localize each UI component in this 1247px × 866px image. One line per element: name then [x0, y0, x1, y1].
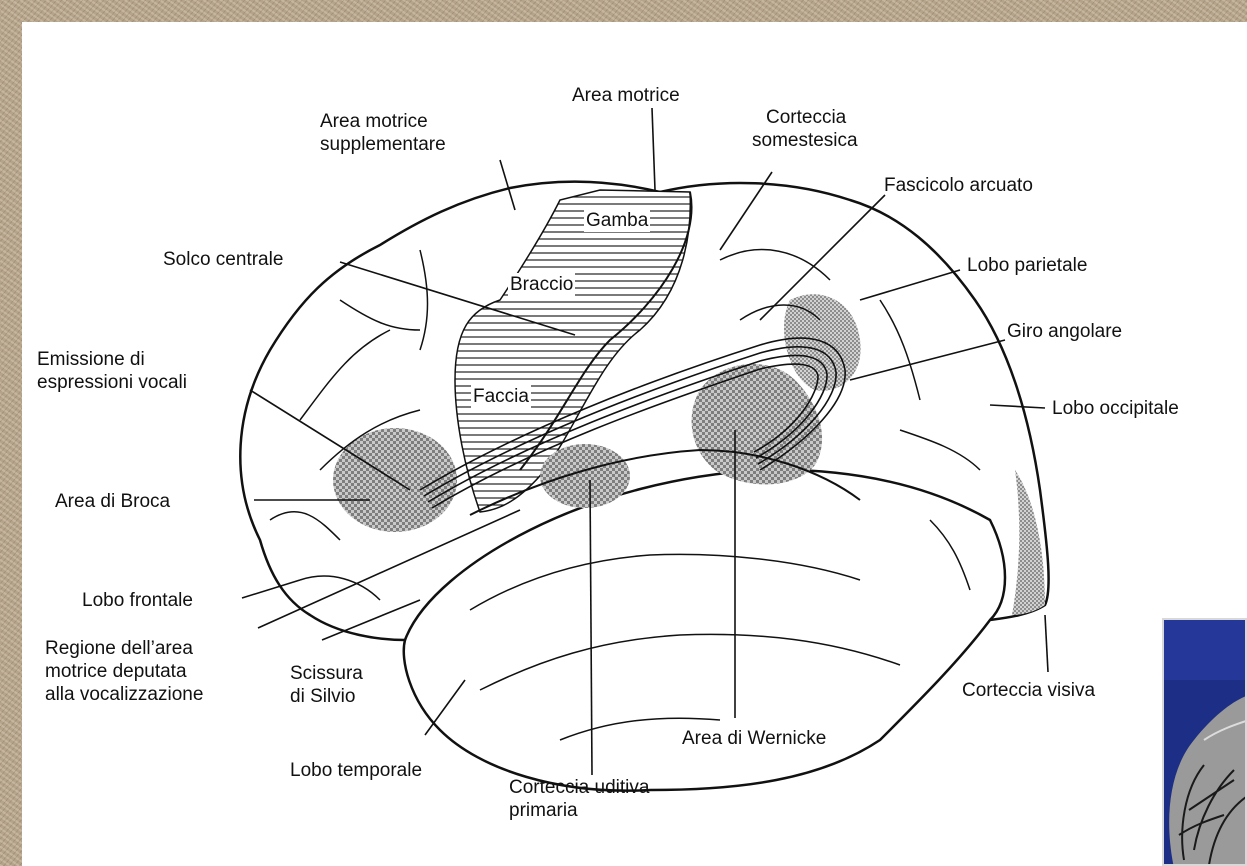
label-lobo-temporale: Lobo temporale — [290, 759, 422, 782]
label-area-motrice: Area motrice — [572, 84, 680, 107]
label-scissura-silvio: Scissura di Silvio — [290, 662, 363, 708]
label-faccia: Faccia — [471, 385, 531, 408]
label-line: alla vocalizzazione — [45, 683, 203, 706]
label-line: Regione dell’area — [45, 637, 203, 660]
label-fascicolo-arcuato: Fascicolo arcuato — [884, 174, 1033, 197]
label-lobo-frontale: Lobo frontale — [82, 589, 193, 612]
label-line: Scissura — [290, 662, 363, 685]
label-lobo-parietale: Lobo parietale — [967, 254, 1087, 277]
label-area-di-wernicke: Area di Wernicke — [682, 727, 826, 750]
label-line: primaria — [509, 799, 649, 822]
label-line: Emissione di — [37, 348, 187, 371]
label-area-motrice-supplementare: Area motrice supplementare — [320, 110, 446, 156]
label-line: motrice deputata — [45, 660, 203, 683]
label-line: espressioni vocali — [37, 371, 187, 394]
label-corteccia-somestesica: Corteccia somestesica — [752, 106, 858, 152]
label-lobo-occipitale: Lobo occipitale — [1052, 397, 1179, 420]
primary-auditory-area — [540, 444, 630, 508]
label-line: somestesica — [752, 129, 858, 152]
brain-diagram — [22, 22, 1247, 866]
label-line: supplementare — [320, 133, 446, 156]
diagram-panel: Area motrice Area motrice supplementare … — [22, 22, 1247, 866]
label-regione-area-motrice: Regione dell’area motrice deputata alla … — [45, 637, 203, 706]
label-gamba: Gamba — [584, 209, 650, 232]
label-emissione: Emissione di espressioni vocali — [37, 348, 187, 394]
brain-photo-image — [1164, 620, 1247, 866]
label-braccio: Braccio — [508, 273, 575, 296]
label-solco-centrale: Solco centrale — [163, 248, 283, 271]
label-giro-angolare: Giro angolare — [1007, 320, 1122, 343]
label-line: Corteccia — [752, 106, 858, 129]
brain-photo-thumbnail — [1162, 618, 1247, 866]
label-corteccia-visiva: Corteccia visiva — [962, 679, 1095, 702]
label-area-di-broca: Area di Broca — [55, 490, 170, 513]
label-line: Corteccia uditiva — [509, 776, 649, 799]
label-line: di Silvio — [290, 685, 363, 708]
label-corteccia-uditiva: Corteccia uditiva primaria — [509, 776, 649, 822]
label-line: Area motrice — [320, 110, 446, 133]
